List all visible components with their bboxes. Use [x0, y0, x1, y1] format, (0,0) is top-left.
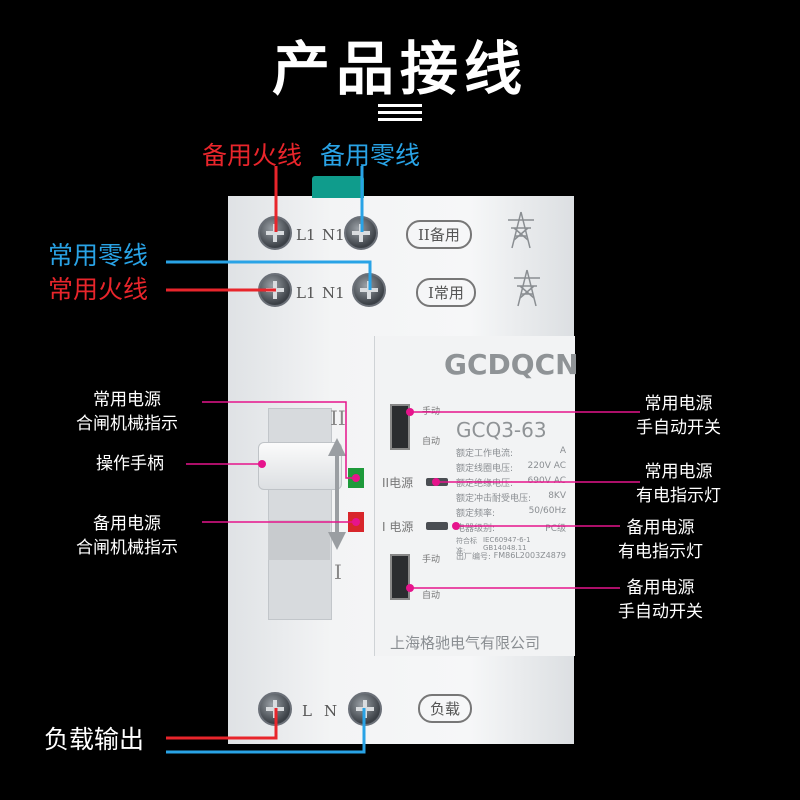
double-arrow-icon: [326, 436, 348, 552]
spec-table: 额定工作电流: A 额定线圈电压: 220V AC 额定绝缘电压: 690V AC 额…: [456, 446, 566, 566]
terminal-label-n1-backup: N1: [322, 226, 345, 244]
spec-key: 电器级别:: [456, 524, 496, 534]
callout-line: 合闸机械指示: [76, 538, 178, 558]
terminal-screw-icon[interactable]: [258, 692, 292, 726]
terminal-label-n-load: N: [324, 702, 338, 720]
label-backup-power-switch: 备用电源 手自动开关: [618, 576, 703, 624]
terminal-label-l1-backup: L1: [296, 226, 316, 244]
label-backup-power-mech-indicator: 备用电源 合闸机械指示: [76, 512, 178, 560]
spec-key: 额定线圈电压:: [456, 464, 514, 474]
device-front-panel: [374, 336, 575, 656]
spec-value: 220V AC: [527, 461, 566, 471]
label-backup-power-lamp: 备用电源 有电指示灯: [618, 516, 703, 564]
label-main-power-lamp: 常用电源 有电指示灯: [636, 460, 721, 508]
spec-key: 出厂编号:: [456, 552, 491, 561]
spec-key: 额定工作电流:: [456, 449, 514, 459]
callout-line: 合闸机械指示: [76, 414, 178, 434]
spec-value: 690V AC: [527, 476, 566, 486]
callout-line: 手自动开关: [618, 602, 703, 622]
terminal-label-l1-main: L1: [296, 284, 316, 302]
switch2-auto-label: 自动: [422, 591, 441, 601]
switch1-auto-label: 自动: [422, 437, 441, 447]
main-badge: I常用: [416, 278, 476, 307]
label-main-power-mech-indicator: 常用电源 合闸机械指示: [76, 388, 178, 436]
callout-line: 常用电源: [644, 462, 713, 482]
callout-line: 备用电源: [626, 578, 695, 598]
spec-key: 额定频率:: [456, 509, 496, 519]
title-decoration: [378, 111, 422, 114]
label-backup-live: 备用火线: [202, 141, 303, 170]
callout-line: 常用电源: [644, 394, 713, 414]
lamp-i-label: I 电源: [382, 520, 414, 534]
backup-badge: II备用: [406, 220, 472, 249]
callout-line: 有电指示灯: [618, 542, 703, 562]
callout-line: 常用电源: [93, 390, 161, 410]
label-main-neutral: 常用零线: [48, 241, 149, 270]
spec-value: 8KV: [548, 491, 566, 501]
callout-line: 有电指示灯: [636, 486, 721, 506]
spec-value: PC级: [545, 524, 566, 534]
brand-logo: GCDQCN: [444, 348, 579, 381]
terminal-screw-icon[interactable]: [344, 216, 378, 250]
title-decoration: [378, 104, 422, 107]
page-title: 产品接线: [271, 35, 528, 103]
terminal-label-n1-main: N1: [322, 284, 345, 302]
label-main-live: 常用火线: [48, 275, 149, 304]
callout-line: 手自动开关: [636, 418, 721, 438]
backup-power-lamp: [426, 522, 448, 530]
spec-key: 额定冲击耐受电压:: [456, 494, 532, 504]
label-backup-neutral: 备用零线: [320, 141, 421, 170]
high-voltage-tower-icon: [504, 210, 538, 250]
label-operating-handle: 操作手柄: [96, 454, 164, 474]
spec-value: FM86L2003Z4879: [493, 551, 566, 560]
spec-value: A: [559, 446, 566, 456]
spec-value: 50/60Hz: [528, 506, 566, 516]
handle-track-lower: [268, 520, 330, 560]
model-number: GCQ3-63: [456, 418, 547, 442]
callout-line: 备用电源: [626, 518, 695, 538]
switch2-manual-label: 手动: [422, 555, 441, 565]
terminal-label-l-load: L: [302, 702, 312, 720]
load-badge: 负载: [418, 694, 473, 723]
spec-value: IEC60947-6-1 GB14048.11: [482, 536, 531, 552]
callout-line: 备用电源: [93, 514, 161, 534]
manufacturer-name: 上海格驰电气有限公司: [390, 634, 541, 652]
label-load-output: 负载输出: [44, 725, 145, 754]
title-decoration: [378, 118, 422, 121]
main-power-auto-manual-switch[interactable]: [390, 404, 410, 450]
high-voltage-tower-icon: [510, 268, 544, 308]
spec-key: 符合标准:: [456, 537, 477, 555]
lamp-ii-label: II电源: [382, 476, 414, 490]
operating-handle[interactable]: [258, 442, 342, 490]
spec-key: 额定绝缘电压:: [456, 479, 514, 489]
device-clip: [312, 176, 364, 198]
backup-power-auto-manual-switch[interactable]: [390, 554, 410, 600]
handle-position-mark-ii: II: [330, 406, 346, 430]
handle-position-mark-i: I: [334, 560, 342, 584]
label-main-power-switch: 常用电源 手自动开关: [636, 392, 721, 440]
